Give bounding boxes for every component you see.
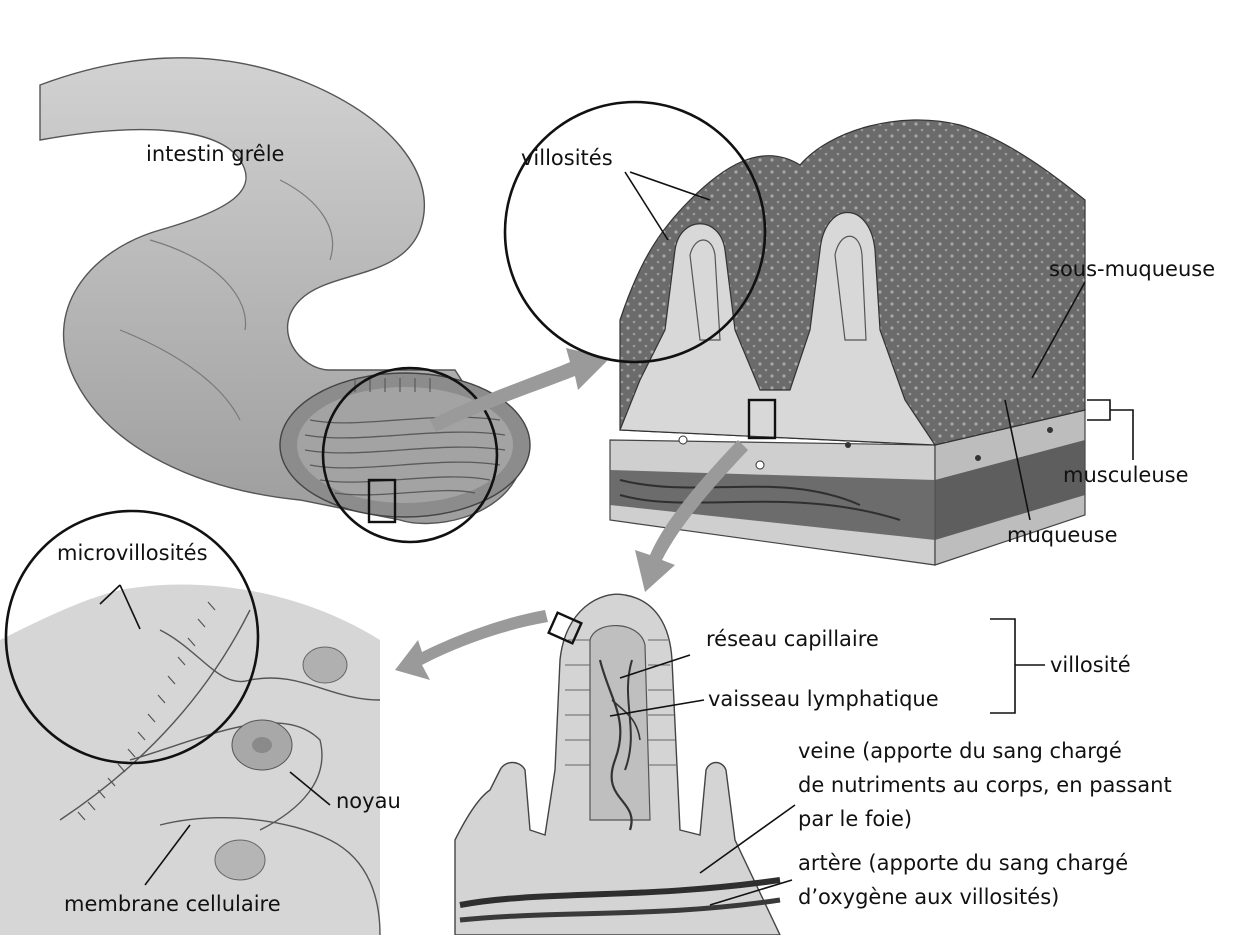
label-villosites: villosités	[521, 146, 613, 170]
label-reseau-capillaire: réseau capillaire	[706, 627, 879, 651]
label-villosite: villosité	[1050, 653, 1131, 677]
villi-block-illustration	[610, 120, 1085, 565]
label-muqueuse: muqueuse	[1007, 523, 1118, 547]
label-veine-line-3: par le foie)	[798, 807, 912, 831]
label-intestin-grele: intestin grêle	[146, 142, 284, 166]
arrow-to-cell	[395, 610, 548, 680]
label-vaisseau-lymphatique: vaisseau lymphatique	[708, 687, 939, 711]
label-veine-line-2: de nutriments au corps, en passant	[798, 773, 1172, 797]
label-sous-muqueuse: sous-muqueuse	[1049, 257, 1215, 281]
label-noyau: noyau	[336, 789, 401, 813]
label-membrane-cellulaire: membrane cellulaire	[64, 892, 281, 916]
label-veine-line-1: veine (apporte du sang chargé	[798, 739, 1122, 763]
cell-closeup-illustration	[0, 584, 380, 935]
label-artere-line-2: d’oxygène aux villosités)	[798, 885, 1059, 909]
label-musculeuse: musculeuse	[1063, 463, 1189, 487]
label-artere-line-1: artère (apporte du sang chargé	[798, 851, 1128, 875]
small-intestine-illustration	[40, 58, 530, 524]
label-microvillosites: microvillosités	[57, 541, 208, 565]
